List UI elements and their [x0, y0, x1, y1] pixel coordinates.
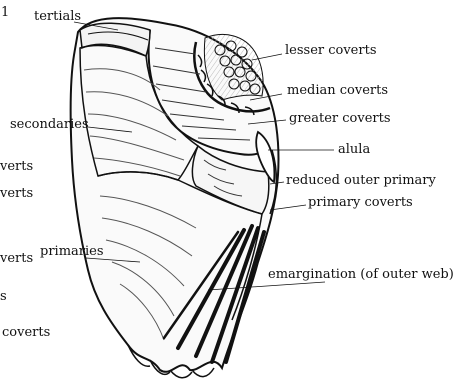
edge-label-s: s [0, 290, 7, 303]
label-tertials: tertials [34, 10, 81, 23]
label-reduced-outer-primary: reduced outer primary [286, 174, 436, 187]
edge-label-verts-2: verts [0, 187, 33, 200]
label-median-coverts: median coverts [287, 84, 388, 97]
edge-label-verts-1: verts [0, 160, 33, 173]
edge-label-top: 1 [1, 6, 9, 19]
label-emargination: emargination (of outer web) [268, 268, 453, 281]
label-alula: alula [338, 143, 370, 156]
label-lesser-coverts: lesser coverts [285, 44, 377, 57]
label-primaries: primaries [40, 245, 104, 258]
edge-label-verts-3: verts [0, 252, 33, 265]
label-greater-coverts: greater coverts [289, 112, 391, 125]
label-secondaries: secondaries [10, 118, 89, 131]
edge-label-coverts: coverts [2, 326, 50, 339]
label-primary-coverts: primary coverts [308, 196, 413, 209]
